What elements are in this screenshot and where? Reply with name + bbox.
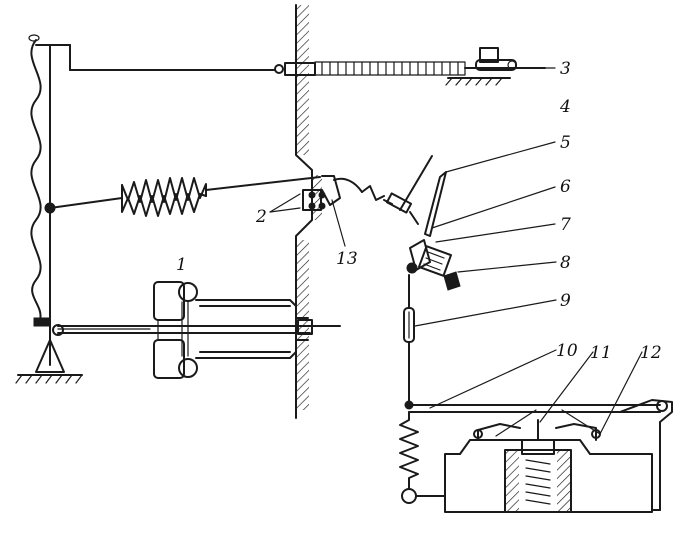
- top-rod-assembly: [69, 47, 546, 86]
- tensioner-block: [479, 47, 499, 63]
- label-9: 9: [560, 291, 571, 311]
- label-13: 13: [336, 249, 358, 269]
- adjuster-8: [443, 271, 461, 291]
- part-labels: 1 2 3 4 5 6 7 8 9 10 11 12 13: [176, 59, 662, 363]
- label-7: 7: [560, 215, 571, 235]
- piston-head: [521, 439, 555, 455]
- left-cable-assembly: [15, 34, 83, 384]
- middle-rod-bellows: [49, 175, 419, 225]
- right-lever-assembly: [399, 141, 557, 291]
- wall-bearing: [297, 319, 313, 335]
- cable-clamp: [33, 317, 51, 327]
- label-leaders: [269, 67, 556, 247]
- label-4: 4: [559, 97, 571, 117]
- label-3: 3: [560, 59, 571, 79]
- vertical-link-9: [403, 274, 557, 406]
- label-8: 8: [560, 253, 571, 273]
- label-11: 11: [590, 343, 612, 363]
- lever-5: [424, 171, 447, 237]
- label-12: 12: [640, 343, 662, 363]
- lower-lever-base: [399, 349, 673, 513]
- vertical-wall: [295, 4, 322, 419]
- wall-bracket: [302, 189, 322, 211]
- label-1: 1: [176, 255, 187, 275]
- lever-13: [321, 175, 341, 206]
- lower-shaft-assembly: [57, 281, 341, 379]
- label-10: 10: [556, 341, 578, 361]
- leader-4: [399, 155, 433, 211]
- spring-housing-7: [418, 245, 452, 277]
- label-5: 5: [560, 133, 571, 153]
- label-6: 6: [560, 177, 571, 197]
- label-2: 2: [255, 207, 267, 227]
